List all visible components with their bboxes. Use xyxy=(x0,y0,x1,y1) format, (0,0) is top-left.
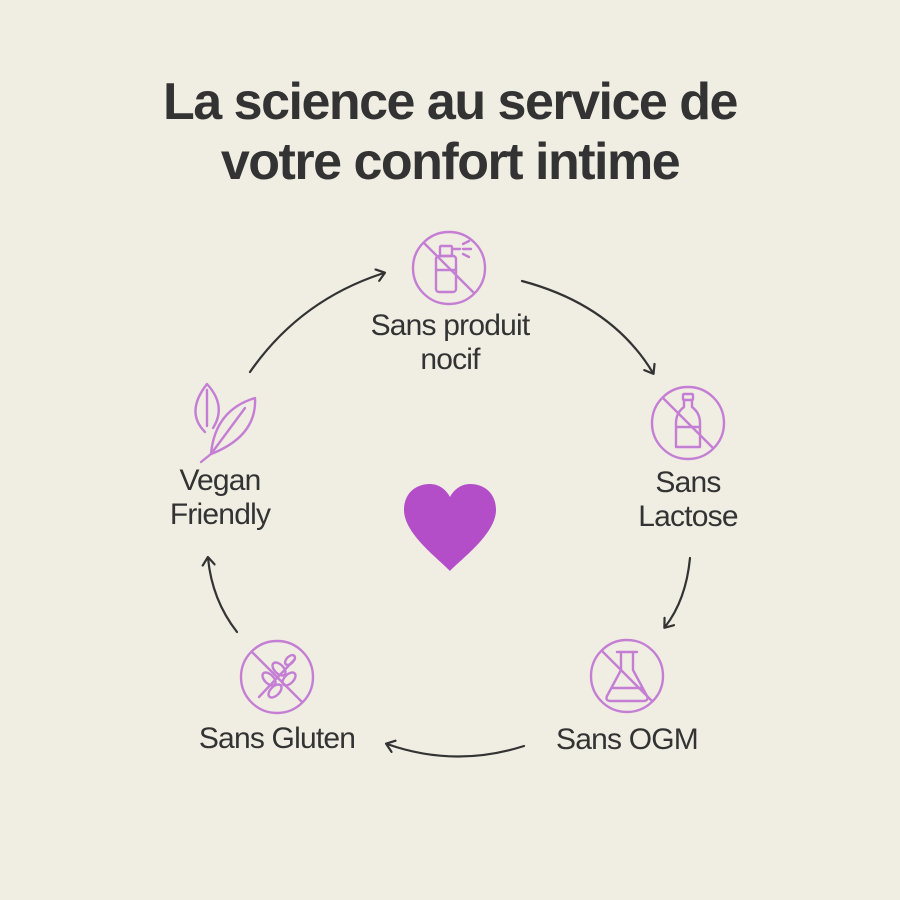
title-line-1: La science au service de xyxy=(163,73,738,131)
no-spray-icon xyxy=(411,230,487,306)
node-label-sans-produit-nocif: Sans produit nocif xyxy=(370,309,531,376)
arrows xyxy=(208,273,692,758)
arrow-produit-to-lactose xyxy=(520,279,653,373)
no-wheat-icon xyxy=(239,639,315,715)
leaf-icon xyxy=(194,382,257,464)
arrow-gluten-to-vegan xyxy=(208,558,239,634)
node-label-sans-ogm: Sans OGM xyxy=(556,723,699,756)
no-flask-icon xyxy=(589,638,665,714)
no-bottle-icon xyxy=(650,385,726,461)
arrow-lactose-to-ogm xyxy=(665,556,692,627)
node-label-sans-lactose: Sans Lactose xyxy=(638,466,738,533)
node-label-vegan-friendly: Vegan Friendly xyxy=(169,464,271,531)
title-line-2: votre confort intime xyxy=(220,133,681,191)
arrow-vegan-to-produit xyxy=(248,273,384,374)
heart-icon xyxy=(404,484,496,571)
node-label-sans-gluten: Sans Gluten xyxy=(198,722,356,755)
page-title: La science au service de votre confort i… xyxy=(0,72,900,192)
arrow-ogm-to-gluten xyxy=(387,744,526,758)
